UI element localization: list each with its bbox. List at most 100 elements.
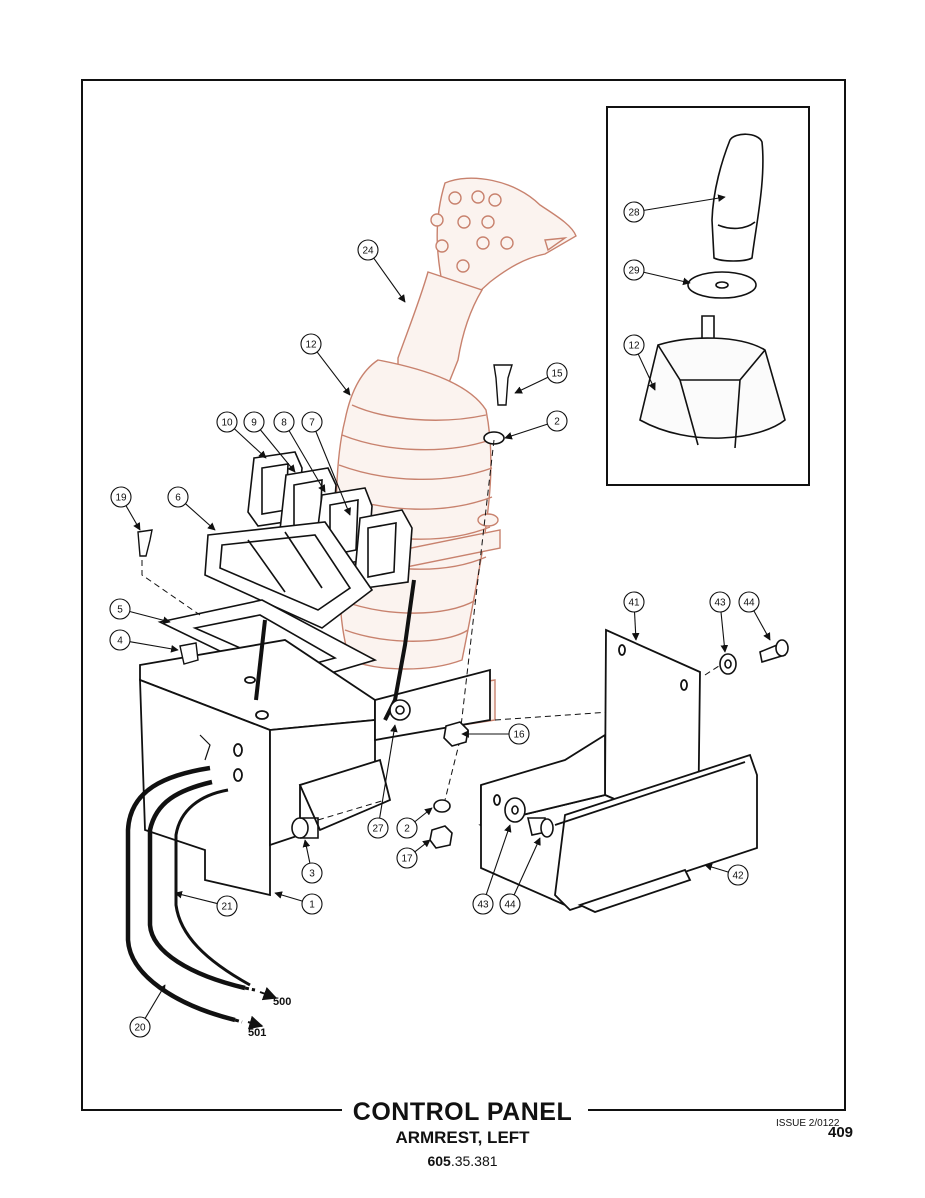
screw-19 xyxy=(137,529,153,557)
leader-line xyxy=(259,429,296,473)
callout: 16 xyxy=(461,723,530,745)
callout-number: 41 xyxy=(628,598,640,609)
joystick-assembly xyxy=(335,177,577,731)
callout-circle xyxy=(709,591,731,613)
callout-circle xyxy=(357,239,379,261)
callout-circle xyxy=(546,410,568,432)
leader-line xyxy=(514,376,549,394)
callout-circle xyxy=(216,411,238,433)
callout: 5 xyxy=(109,598,171,624)
leader-line xyxy=(129,641,179,653)
callout-number: 43 xyxy=(714,598,726,609)
callout: 9 xyxy=(243,411,296,473)
callout: 21 xyxy=(174,890,238,917)
callout-circle xyxy=(243,411,265,433)
leader-line xyxy=(379,724,398,819)
leader-line xyxy=(274,891,303,902)
grommet xyxy=(179,642,199,665)
callout-circle xyxy=(300,333,322,355)
callout: 12 xyxy=(300,333,351,396)
callout-number: 7 xyxy=(309,418,315,429)
boot-12-inset xyxy=(639,337,786,439)
washer-2-bottom xyxy=(433,799,451,813)
callout-circle xyxy=(738,591,760,613)
leader-line xyxy=(414,839,431,853)
callout: 41 xyxy=(623,591,645,641)
callout: 12 xyxy=(623,334,656,391)
callout-number: 2 xyxy=(554,417,560,428)
wire-lead-label: 500 xyxy=(273,996,291,1008)
knob-28 xyxy=(711,133,764,262)
callout-circle xyxy=(367,817,389,839)
callout: 44 xyxy=(499,837,541,915)
callout: 44 xyxy=(738,591,771,641)
callout: 7 xyxy=(301,411,351,516)
nut-17 xyxy=(429,825,453,849)
callout-number: 42 xyxy=(732,871,744,882)
callout: 43 xyxy=(709,591,731,653)
callout-number: 17 xyxy=(401,854,413,865)
callout: 42 xyxy=(704,863,749,886)
leader-line xyxy=(753,610,771,641)
callout-number: 2 xyxy=(404,824,410,835)
callout-number: 5 xyxy=(117,605,123,616)
diagram-title: CONTROL PANEL xyxy=(352,1098,573,1126)
callout-circle xyxy=(273,411,295,433)
callout-number: 16 xyxy=(513,730,525,741)
callout-circle xyxy=(216,895,238,917)
callout-circle xyxy=(167,486,189,508)
callout-number: 12 xyxy=(628,341,640,352)
leader-line xyxy=(315,431,351,516)
callout-circle xyxy=(396,847,418,869)
callout: 29 xyxy=(623,259,691,286)
callout-number: 28 xyxy=(628,208,640,219)
wire-lead-label: 501 xyxy=(248,1027,266,1039)
callout-circle xyxy=(623,201,645,223)
callout-number: 29 xyxy=(628,266,640,277)
leader-line xyxy=(144,984,166,1019)
callout-number: 44 xyxy=(504,900,516,911)
leader-line xyxy=(288,430,326,493)
leader-line xyxy=(704,863,729,873)
callout-number: 27 xyxy=(372,824,384,835)
leader-line xyxy=(637,353,656,391)
callout: 27 xyxy=(367,724,398,839)
page-number: 409 xyxy=(828,1124,854,1141)
leader-line xyxy=(233,428,267,459)
callout-number: 43 xyxy=(477,900,489,911)
callout-circle xyxy=(301,411,323,433)
callout-number: 24 xyxy=(362,246,374,257)
callout: 10 xyxy=(216,411,267,459)
callout-circle xyxy=(727,864,749,886)
callout-number: 21 xyxy=(221,902,233,913)
diagram-frame xyxy=(81,79,846,1111)
callout: 3 xyxy=(301,839,323,884)
leader-line xyxy=(504,423,548,440)
callout: 1 xyxy=(274,891,323,915)
callout-number: 12 xyxy=(305,340,317,351)
callout: 17 xyxy=(396,839,431,869)
callout-circle xyxy=(623,591,645,613)
wiring-harness xyxy=(125,734,278,1030)
spacer-3 xyxy=(291,817,309,839)
leader-line xyxy=(302,839,311,864)
nut-16 xyxy=(443,721,469,747)
callout-number: 4 xyxy=(117,636,123,647)
leader-line xyxy=(185,503,216,531)
callout-circle xyxy=(623,259,645,281)
leader-line xyxy=(125,505,141,531)
leader-line xyxy=(720,611,729,653)
callout: 6 xyxy=(167,486,216,531)
callout-circle xyxy=(110,486,132,508)
callout: 8 xyxy=(273,411,326,493)
callout-number: 15 xyxy=(551,369,563,380)
callout: 2 xyxy=(504,410,568,440)
leader-line xyxy=(485,824,512,895)
issue-label: ISSUE 2/0122 xyxy=(776,1118,840,1129)
switch-panel xyxy=(204,521,374,629)
diagram-subtitle: ARMREST, LEFT xyxy=(395,1128,530,1147)
callout: 24 xyxy=(357,239,406,303)
callout-number: 1 xyxy=(309,900,315,911)
callout: 4 xyxy=(109,629,179,653)
callout-circle xyxy=(129,1016,151,1038)
